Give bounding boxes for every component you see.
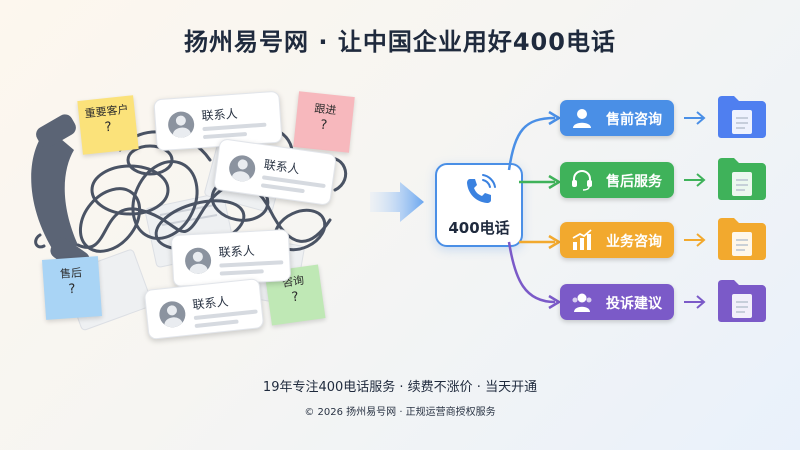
placeholder-line: [219, 260, 284, 268]
service-complaint-button[interactable]: 投诉建议: [560, 284, 674, 320]
arrow-right-icon: [684, 111, 706, 125]
note-label: 重要客户: [84, 102, 130, 121]
branch-connectors: [507, 110, 562, 310]
arrow-right-icon: [684, 233, 706, 247]
arrow-right-icon: [370, 182, 424, 222]
placeholder-line: [194, 319, 239, 329]
contact-name: 联系人: [262, 157, 301, 177]
sticky-note-after-sales: 售后 ?: [41, 256, 103, 320]
avatar-icon: [227, 153, 257, 184]
service-label: 投诉建议: [606, 296, 662, 312]
folder-icon: [718, 96, 766, 138]
avatar-icon: [167, 110, 196, 139]
headset-icon: [572, 169, 592, 191]
arrow-right-icon: [684, 173, 706, 187]
contact-name: 联系人: [201, 106, 239, 124]
placeholder-line: [202, 122, 267, 132]
note-label: 跟进: [313, 101, 337, 118]
question-mark: ?: [68, 281, 77, 298]
placeholder-line: [219, 269, 264, 276]
page-title: 扬州易号网 · 让中国企业用好400电话: [184, 28, 616, 56]
handset-icon: [31, 114, 90, 273]
bar-chart-icon: [572, 229, 592, 250]
arrow-right-icon: [684, 295, 706, 309]
users-icon: [572, 293, 592, 312]
center-400-box: 400电话: [435, 163, 523, 247]
folder-icon: [718, 280, 766, 322]
service-label: 业务咨询: [606, 234, 662, 250]
service-label: 售后服务: [606, 174, 662, 190]
avatar-icon: [184, 247, 212, 275]
question-mark: ?: [319, 117, 328, 134]
service-label: 售前咨询: [606, 112, 662, 128]
placeholder-line: [260, 183, 305, 194]
service-business-button[interactable]: 业务咨询: [560, 222, 674, 258]
folder-icon: [718, 158, 766, 200]
sticky-note-important-customer: 重要客户 ?: [77, 95, 139, 155]
question-mark: ?: [104, 119, 113, 136]
center-label: 400电话: [448, 219, 510, 237]
contact-card: 联系人: [153, 90, 283, 152]
avatar-icon: [158, 300, 187, 329]
question-mark: ?: [290, 289, 300, 306]
sticky-note-follow-up: 跟进 ?: [293, 91, 355, 153]
phone-ringing-icon: [467, 174, 496, 203]
footer-copyright: © 2026 扬州易号网 · 正规运营商授权服务: [304, 407, 496, 418]
note-label: 售后: [59, 266, 83, 281]
contact-name: 联系人: [191, 294, 230, 313]
footer-tagline: 19年专注400电话服务 · 续费不涨价 · 当天开通: [262, 380, 538, 395]
contact-card: 联系人: [170, 228, 292, 288]
user-icon: [573, 109, 591, 128]
contact-name: 联系人: [218, 243, 256, 260]
service-aftersales-button[interactable]: 售后服务: [560, 162, 674, 198]
service-presales-button[interactable]: 售前咨询: [560, 100, 674, 136]
folder-icon: [718, 218, 766, 260]
